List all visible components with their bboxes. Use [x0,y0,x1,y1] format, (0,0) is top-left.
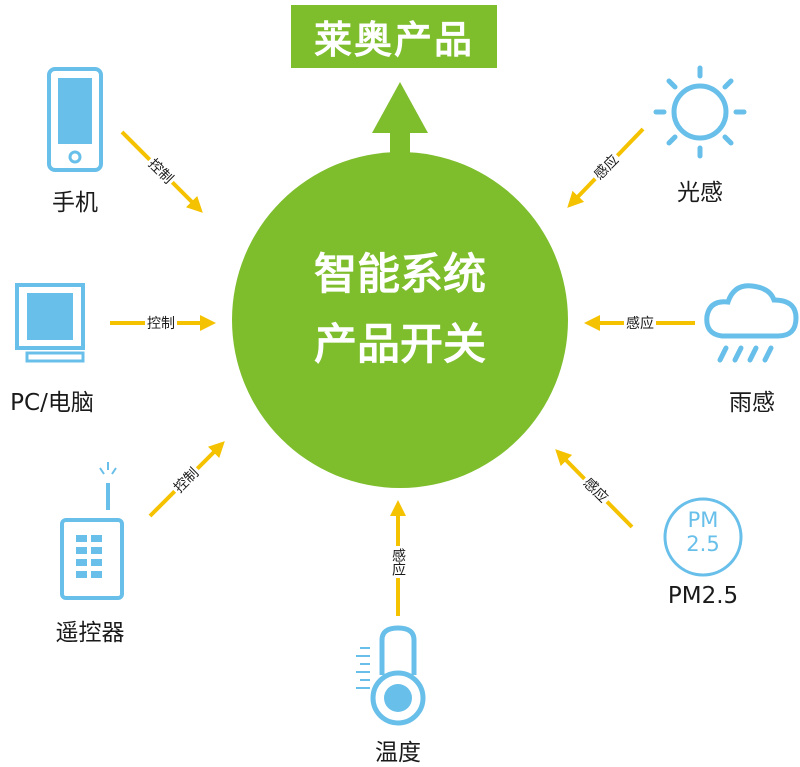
pc-label: PC/电脑 [10,390,94,416]
remote-label: 遥控器 [55,620,125,646]
edge-label-rain: 感应 [624,313,656,333]
hub-label-line2: 产品开关 [314,320,486,370]
edge-label-temperature: 感应 [388,546,408,578]
rain-label: 雨感 [729,390,775,416]
edge-label-pc: 控制 [145,313,177,333]
remote-control-icon [60,462,124,600]
sun-icon [653,65,747,159]
temperature-label: 温度 [375,740,421,766]
pm-label: PM2.5 [667,583,739,609]
phone-label: 手机 [52,190,98,216]
pm25-icon [663,497,743,577]
pm25-icon-text-line2: 2.5 [686,532,720,556]
pm25-icon-text-line1: PM [687,508,719,532]
phone-icon [47,67,103,172]
product-banner: 莱奥产品 [291,5,497,68]
thermometer-icon [356,625,426,726]
pm25-icon-text: PM 2.5 [664,508,742,556]
hub-label: 智能系统 产品开关 [235,240,565,380]
hub-circle [232,152,568,488]
hub-label-line1: 智能系统 [314,250,486,300]
pc-monitor-icon [15,283,85,363]
light-label: 光感 [677,180,723,206]
rain-cloud-icon [704,283,799,363]
